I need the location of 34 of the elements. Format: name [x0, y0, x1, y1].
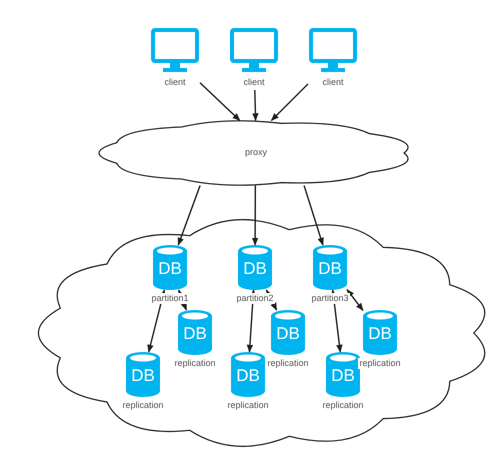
client-label: client [242, 77, 266, 88]
node-caption: replication [226, 400, 270, 411]
db-label: DB [276, 324, 300, 343]
db-label: DB [236, 366, 260, 385]
arrow [270, 83, 308, 122]
arrow [200, 82, 240, 121]
node-caption: partition3 [310, 293, 350, 304]
node-caption: replication [121, 400, 165, 411]
db-label: DB [331, 366, 355, 385]
client-label: client [163, 77, 186, 88]
node-caption: partition2 [235, 293, 275, 304]
node-caption: replication [358, 358, 402, 369]
arrow [330, 289, 343, 353]
node-caption: replication [321, 400, 365, 411]
db-label: DB [158, 259, 182, 278]
arrow [246, 289, 256, 353]
client-label: client [321, 77, 344, 88]
cloud-label: proxy [244, 147, 268, 158]
db-label: DB [318, 259, 342, 278]
db-label: DB [131, 366, 155, 385]
node-caption: replication [173, 358, 217, 369]
db-label: DB [243, 259, 267, 278]
arrow [178, 289, 187, 311]
db-label: DB [368, 324, 392, 343]
arrow [147, 289, 166, 353]
arrow [346, 288, 364, 312]
node-caption: partition1 [150, 293, 190, 304]
arrow [303, 185, 324, 246]
arrow [252, 90, 259, 122]
arrow [178, 185, 201, 246]
arrow [252, 186, 258, 246]
db-label: DB [183, 324, 207, 343]
node-caption: replication [266, 358, 310, 369]
arrow [266, 289, 278, 311]
